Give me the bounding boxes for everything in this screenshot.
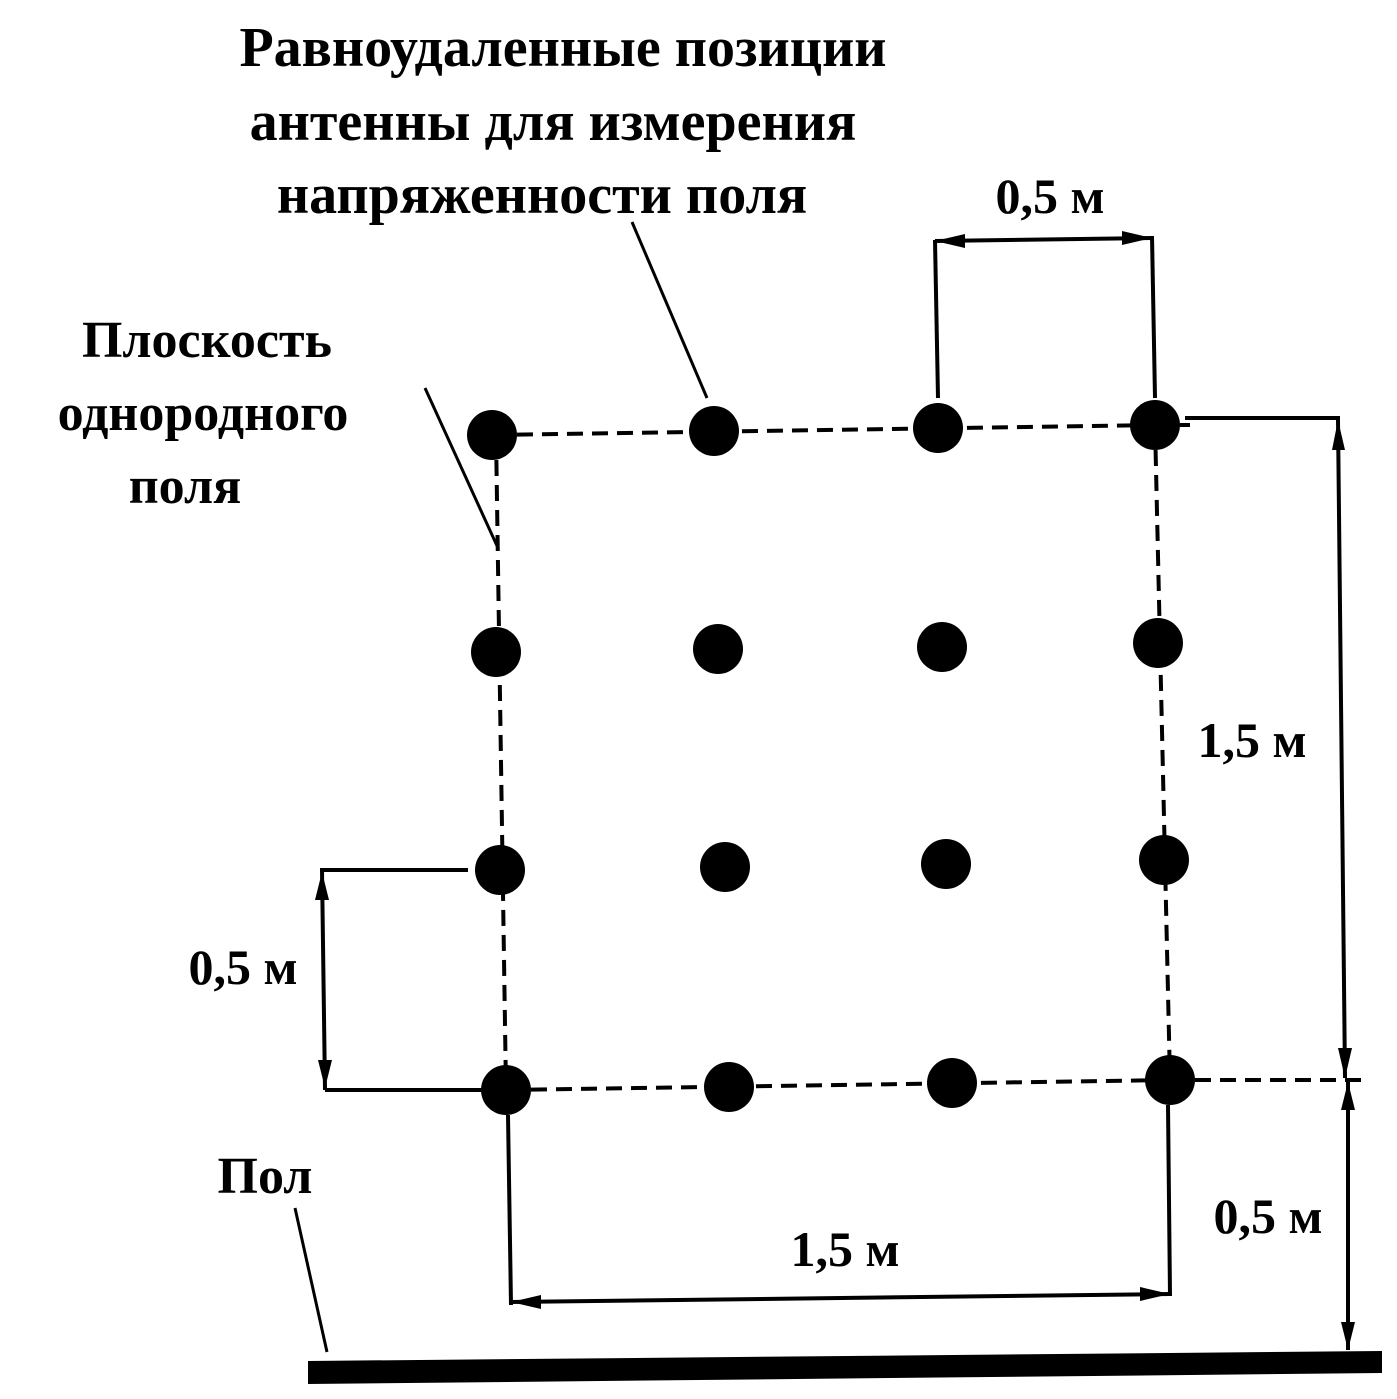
measurement-point xyxy=(467,410,517,460)
plane-label-line-3: поля xyxy=(129,458,242,515)
measurement-point xyxy=(1130,400,1180,450)
floor-label: Пол xyxy=(218,1148,313,1205)
dimension-bottom-width xyxy=(506,1104,1172,1309)
grid-border xyxy=(491,423,1362,1092)
floor-leader-line xyxy=(293,1207,329,1353)
plane-leader-line xyxy=(423,387,500,549)
floor-bar xyxy=(308,1351,1382,1384)
measurement-point xyxy=(1145,1055,1195,1105)
measurement-point xyxy=(689,406,739,456)
dim-floor-gap-label: 0,5 м xyxy=(1213,1188,1322,1244)
plane-label-line-2: однородного xyxy=(58,385,349,442)
title-line-2: антенны для измерения xyxy=(250,91,857,153)
dimension-right-height xyxy=(1185,416,1352,1079)
dimension-top xyxy=(933,231,1157,399)
dim-top-label: 0,5 м xyxy=(995,168,1104,224)
measurement-point xyxy=(700,842,750,892)
measurement-point xyxy=(471,627,521,677)
dimension-left-step xyxy=(315,868,482,1092)
measurement-point xyxy=(704,1062,754,1112)
measurement-point xyxy=(921,839,971,889)
measurement-point xyxy=(1139,835,1189,885)
measurement-point xyxy=(693,624,743,674)
title-leader-line xyxy=(630,221,709,399)
measurement-point xyxy=(917,622,967,672)
measurement-point xyxy=(1133,618,1183,668)
measurement-point xyxy=(475,845,525,895)
measurement-point xyxy=(481,1065,531,1115)
title-line-1: Равноудаленные позиции xyxy=(239,17,886,79)
measurement-points xyxy=(467,400,1195,1115)
dimension-floor-gap xyxy=(1341,1082,1355,1350)
dim-bottom-width-label: 1,5 м xyxy=(790,1221,899,1277)
dim-left-step-label: 0,5 м xyxy=(188,939,297,995)
plane-label-line-1: Плоскость xyxy=(82,312,332,369)
dim-right-height-label: 1,5 м xyxy=(1197,712,1306,768)
measurement-point xyxy=(913,403,963,453)
title-line-3: напряженности поля xyxy=(277,164,807,226)
measurement-point xyxy=(927,1058,977,1108)
